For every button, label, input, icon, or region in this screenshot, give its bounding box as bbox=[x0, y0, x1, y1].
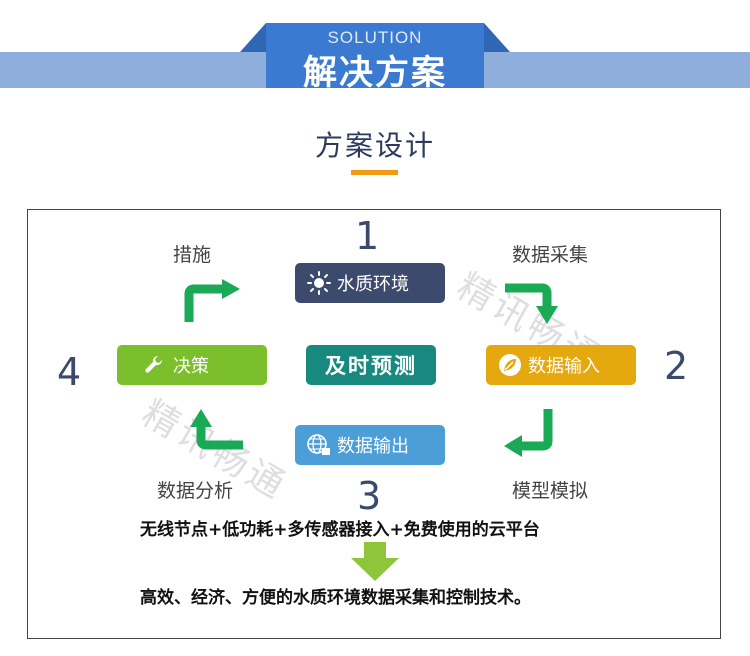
arrow-collection-to-input bbox=[505, 283, 558, 324]
page-heading: 方案设计 bbox=[314, 129, 435, 162]
step-box-label: 决策 bbox=[173, 356, 209, 377]
banner-subtitle: SOLUTION bbox=[327, 28, 423, 47]
down-arrow bbox=[351, 542, 399, 581]
label-data-collection: 数据采集 bbox=[512, 244, 589, 266]
step-box-water-environment: 水质环境 bbox=[295, 263, 445, 303]
conclusion-text: 高效、经济、方便的水质环境数据采集和控制技术。 bbox=[140, 588, 531, 608]
sun-icon bbox=[307, 271, 331, 295]
diagram-frame bbox=[27, 209, 721, 639]
center-label: 及时预测 bbox=[325, 354, 417, 378]
arrow-input-to-output bbox=[504, 409, 553, 457]
step-number-4: 4 bbox=[57, 350, 82, 394]
leaf-icon bbox=[499, 354, 521, 376]
banner-title: 解决方案 bbox=[303, 53, 447, 93]
step-box-label: 数据输出 bbox=[337, 436, 409, 457]
arrow-decision-to-measures bbox=[184, 279, 240, 322]
label-data-analysis: 数据分析 bbox=[157, 480, 234, 502]
center-box-timely-prediction: 及时预测 bbox=[306, 345, 436, 385]
step-number-3: 3 bbox=[357, 474, 382, 518]
step-box-label: 数据输入 bbox=[528, 356, 600, 377]
step-box-data-input: 数据输入 bbox=[486, 345, 636, 385]
step-box-label: 水质环境 bbox=[337, 274, 409, 295]
features-text: 无线节点+低功耗+多传感器接入+免费使用的云平台 bbox=[140, 520, 540, 540]
banner-tab bbox=[240, 23, 510, 88]
arrow-analysis-to-decision bbox=[190, 409, 243, 450]
step-box-data-output: 数据输出 bbox=[295, 425, 445, 465]
label-measures: 措施 bbox=[173, 244, 212, 266]
heading-underline bbox=[351, 170, 398, 175]
wrench-icon bbox=[145, 355, 163, 373]
label-model-simulation: 模型模拟 bbox=[512, 480, 589, 502]
step-number-1: 1 bbox=[355, 214, 380, 258]
network-icon bbox=[307, 434, 330, 455]
step-box-decision: 决策 bbox=[117, 345, 267, 385]
step-number-2: 2 bbox=[664, 344, 689, 388]
